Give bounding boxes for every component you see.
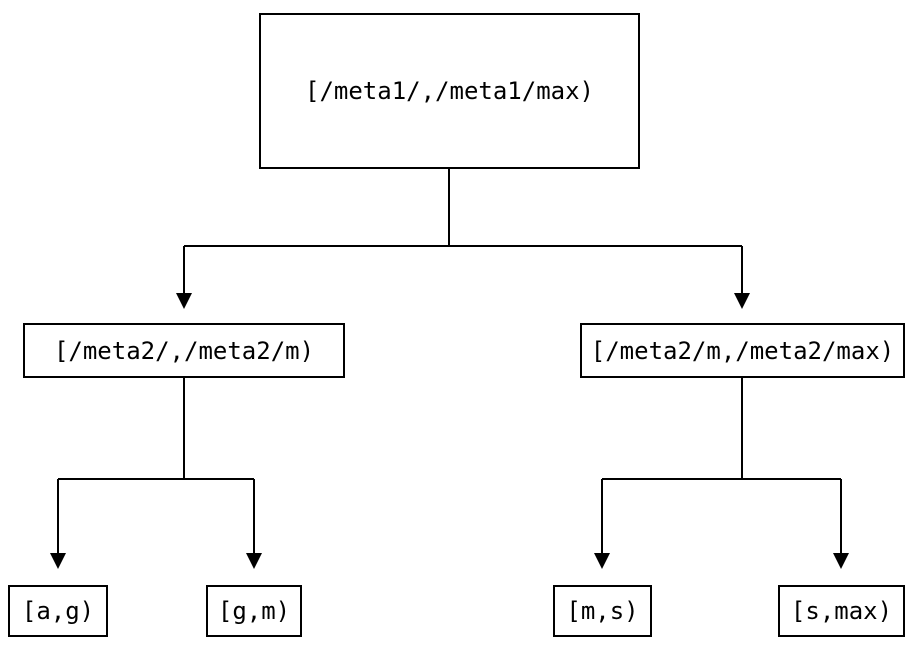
node-leaf-ms-label: [m,s) — [566, 597, 639, 625]
node-meta2-low-label: [/meta2/,/meta2/m) — [53, 336, 315, 365]
arrowhead-leaf-ag — [50, 553, 66, 569]
arrowhead-left-node — [176, 293, 192, 309]
node-leaf-gm-label: [g,m) — [217, 597, 291, 625]
arrowhead-leaf-smax — [833, 553, 849, 569]
node-leaf-gm: [g,m) — [206, 585, 302, 637]
arrowhead-leaf-ms — [594, 553, 610, 569]
node-leaf-ms: [m,s) — [553, 585, 652, 637]
arrowhead-right-node — [734, 293, 750, 309]
node-leaf-smax-label: [s,max) — [790, 597, 893, 625]
node-leaf-smax: [s,max) — [778, 585, 905, 637]
arrowhead-leaf-gm — [246, 553, 262, 569]
node-root-label: [/meta1/,/meta1/max) — [305, 77, 594, 105]
node-meta2-high-label: [/meta2/m,/meta2/max) — [590, 336, 895, 365]
node-root: [/meta1/,/meta1/max) — [259, 13, 640, 169]
node-meta2-low: [/meta2/,/meta2/m) — [23, 323, 345, 378]
node-leaf-ag: [a,g) — [8, 585, 108, 637]
node-meta2-high: [/meta2/m,/meta2/max) — [580, 323, 905, 378]
node-leaf-ag-label: [a,g) — [21, 597, 95, 625]
